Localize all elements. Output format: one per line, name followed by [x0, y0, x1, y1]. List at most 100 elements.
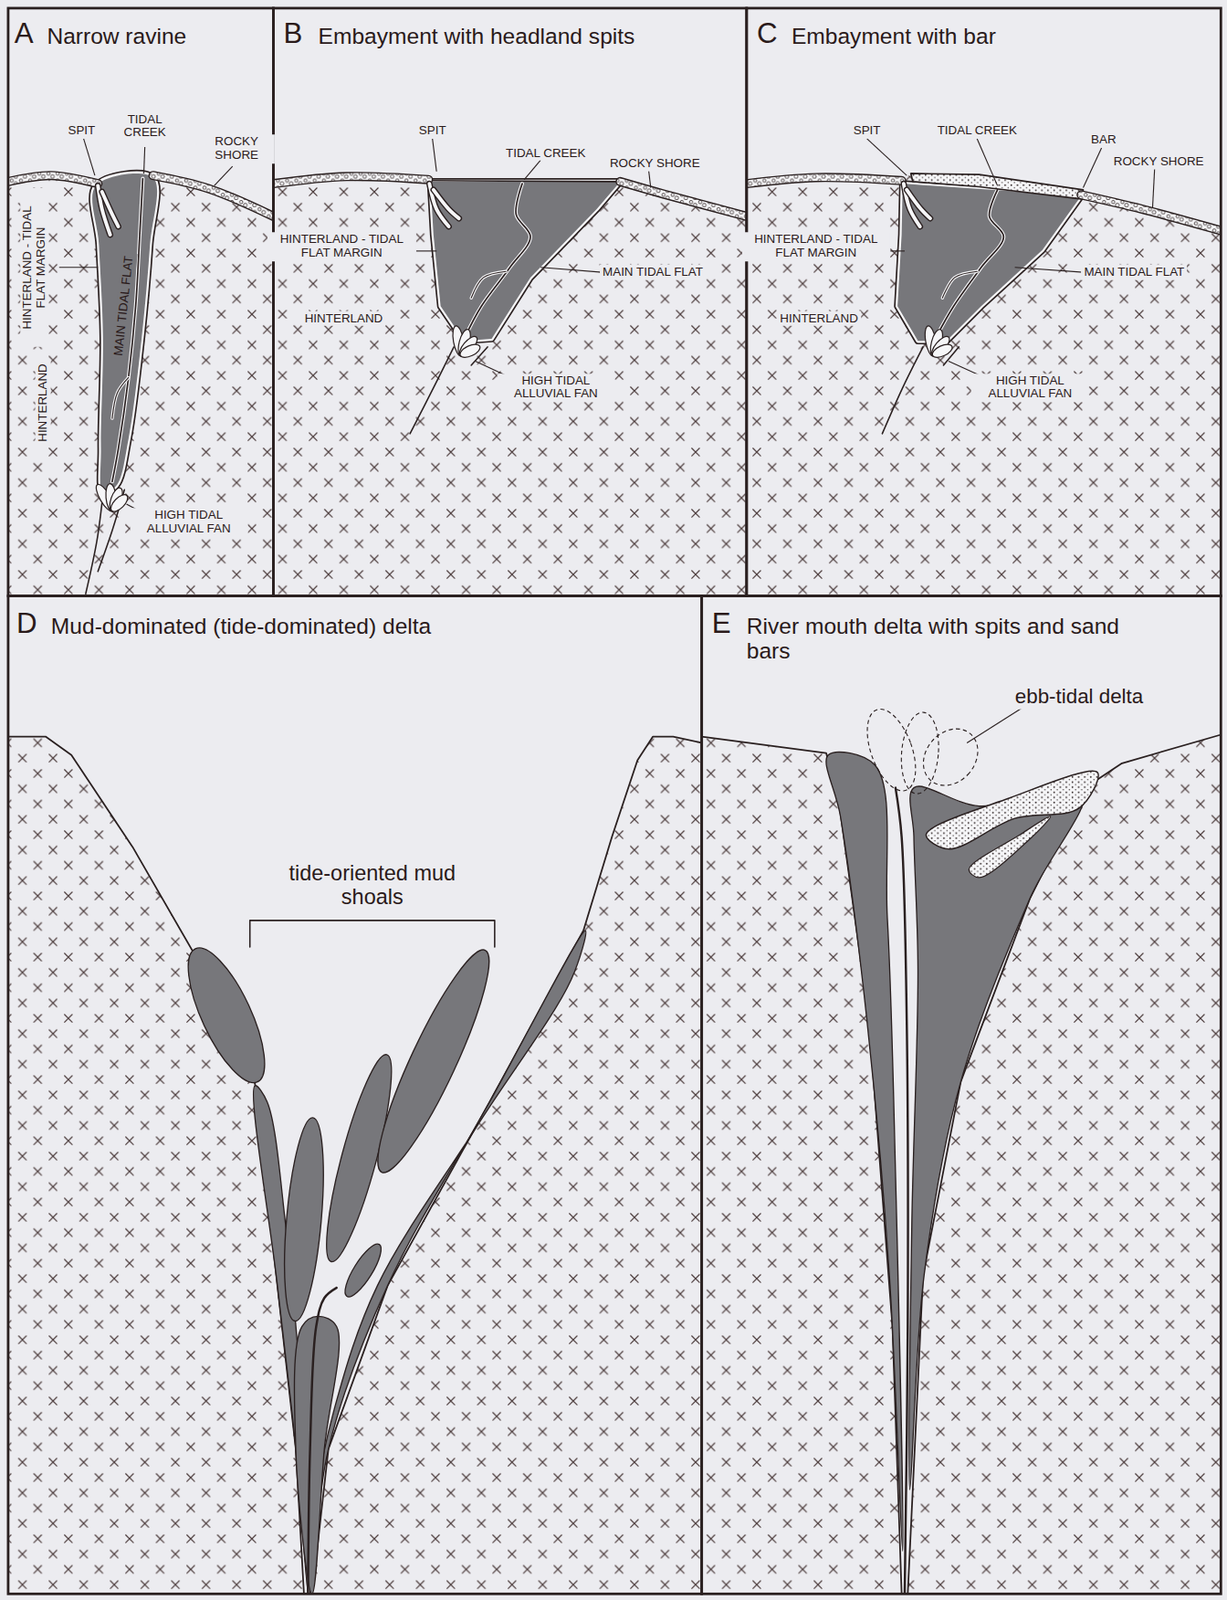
tidal-flat-margin — [897, 183, 1081, 341]
hinterland-margin-line — [85, 493, 104, 595]
map-panel — [746, 8, 1222, 597]
hinterland-ground — [8, 596, 703, 1595]
tidal-creek — [471, 271, 506, 298]
shoreline — [428, 180, 620, 182]
tidal-flat — [826, 752, 903, 1552]
map-panel — [8, 8, 273, 597]
tidal-creek — [112, 377, 129, 419]
map-label: tide-oriented mud shoals — [257, 860, 488, 911]
rocky-shore — [272, 176, 429, 184]
map-label: HINTERLAND - TIDAL FLAT MARGIN — [20, 188, 49, 347]
leader-line — [1082, 147, 1102, 189]
spit — [102, 191, 119, 227]
map-panel — [272, 8, 746, 597]
map-label: MAIN TIDAL FLAT — [599, 264, 706, 281]
map-label: HINTERLAND - TIDAL FLAT MARGIN — [267, 232, 416, 262]
tidal-flat-margin — [429, 181, 620, 341]
mud-shoal — [361, 940, 506, 1182]
map-label: MAIN TIDAL FLAT — [1080, 264, 1187, 281]
leader-line — [1152, 168, 1154, 208]
map-label: MAIN TIDAL FLAT — [111, 252, 138, 360]
map-label: SPIT — [850, 123, 884, 139]
leader-line — [649, 170, 651, 189]
panel-frame — [8, 8, 273, 597]
tidal-creek — [112, 377, 129, 419]
spit — [102, 191, 119, 227]
ebb-delta-lobe — [912, 717, 989, 797]
leader-line — [83, 138, 95, 176]
map-label: HINTERLAND — [302, 310, 387, 326]
hinterland-margin-line — [881, 346, 923, 434]
leader-line — [867, 138, 908, 176]
shoreline — [907, 734, 1221, 1594]
map-label: SPIT — [64, 123, 98, 139]
map-panel — [8, 596, 703, 1595]
tidal-creek — [942, 271, 977, 298]
sea-area — [8, 596, 703, 1595]
rocky-shore — [153, 175, 274, 217]
panel-title: A — [14, 18, 34, 50]
map-label: TIDAL CREEK — [111, 112, 179, 141]
rocky-shore — [8, 175, 98, 184]
leader-line — [976, 138, 997, 186]
spit — [968, 816, 1050, 878]
map-label: SPIT — [416, 123, 450, 139]
rocky-shore — [746, 177, 902, 184]
sand-bar — [925, 770, 1099, 849]
hinterland-ground — [702, 596, 1222, 1595]
panel-frame — [272, 8, 746, 597]
hinterland-margin-line — [409, 346, 454, 434]
leader-line — [890, 250, 905, 252]
tidal-flat-margin — [92, 173, 158, 493]
panel-title: C — [756, 18, 778, 50]
map-label: HIGH TIDAL ALLUVIAL FAN — [971, 373, 1090, 402]
panel-frame — [746, 8, 1222, 597]
tidal-flat — [909, 786, 1086, 1490]
leader-line — [966, 703, 1028, 743]
map-label: BAR — [1088, 132, 1120, 148]
mud-shoal — [277, 1115, 330, 1322]
rocky-shore — [746, 177, 902, 184]
spit — [906, 189, 931, 219]
hinterland-ground — [746, 8, 1222, 597]
leader-line — [59, 266, 98, 268]
tidal-creek — [464, 183, 531, 337]
leader-line — [524, 159, 541, 179]
spit — [433, 189, 460, 219]
hinterland-ground — [8, 8, 273, 597]
map-panel — [702, 596, 1222, 1595]
tidal-flat — [897, 183, 1081, 341]
ebb-delta-lobe — [898, 710, 943, 796]
panel-title: Embayment with bar — [791, 23, 997, 49]
panel-title: D — [16, 608, 38, 640]
leader-line — [540, 267, 605, 273]
mud-shoal — [338, 1238, 388, 1301]
panel-title: B — [283, 18, 304, 50]
rocky-shore — [272, 176, 429, 184]
alluvial-fan-lobe — [107, 492, 130, 514]
rocky-shore — [1080, 194, 1221, 231]
channel — [307, 1287, 336, 1594]
tidal-creek — [942, 271, 977, 298]
tidal-creek — [936, 189, 1005, 337]
panel-title: Mud-dominated (tide-dominated) delta — [51, 613, 431, 639]
map-label: HIGH TIDAL ALLUVIAL FAN — [496, 373, 615, 402]
panel-frame — [8, 596, 703, 1595]
panel-title: Narrow ravine — [46, 23, 187, 49]
panel-frame — [702, 596, 1222, 1595]
panel-title: E — [712, 608, 732, 640]
map-label: HINTERLAND — [776, 310, 861, 326]
spit — [433, 189, 460, 219]
panel-title: River mouth delta with spits and sand ba… — [746, 613, 1155, 663]
map-label: HINTERLAND - TIDAL FLAT MARGIN — [742, 232, 891, 262]
map-label: TIDAL CREEK — [503, 145, 588, 161]
map-label: TIDAL CREEK — [934, 123, 1020, 139]
tidal-creek — [936, 189, 1005, 337]
leader-line — [214, 166, 233, 186]
leader-line — [432, 138, 437, 172]
alluvial-fan-lobe — [458, 341, 483, 360]
tidal-flat-margin — [429, 181, 620, 341]
